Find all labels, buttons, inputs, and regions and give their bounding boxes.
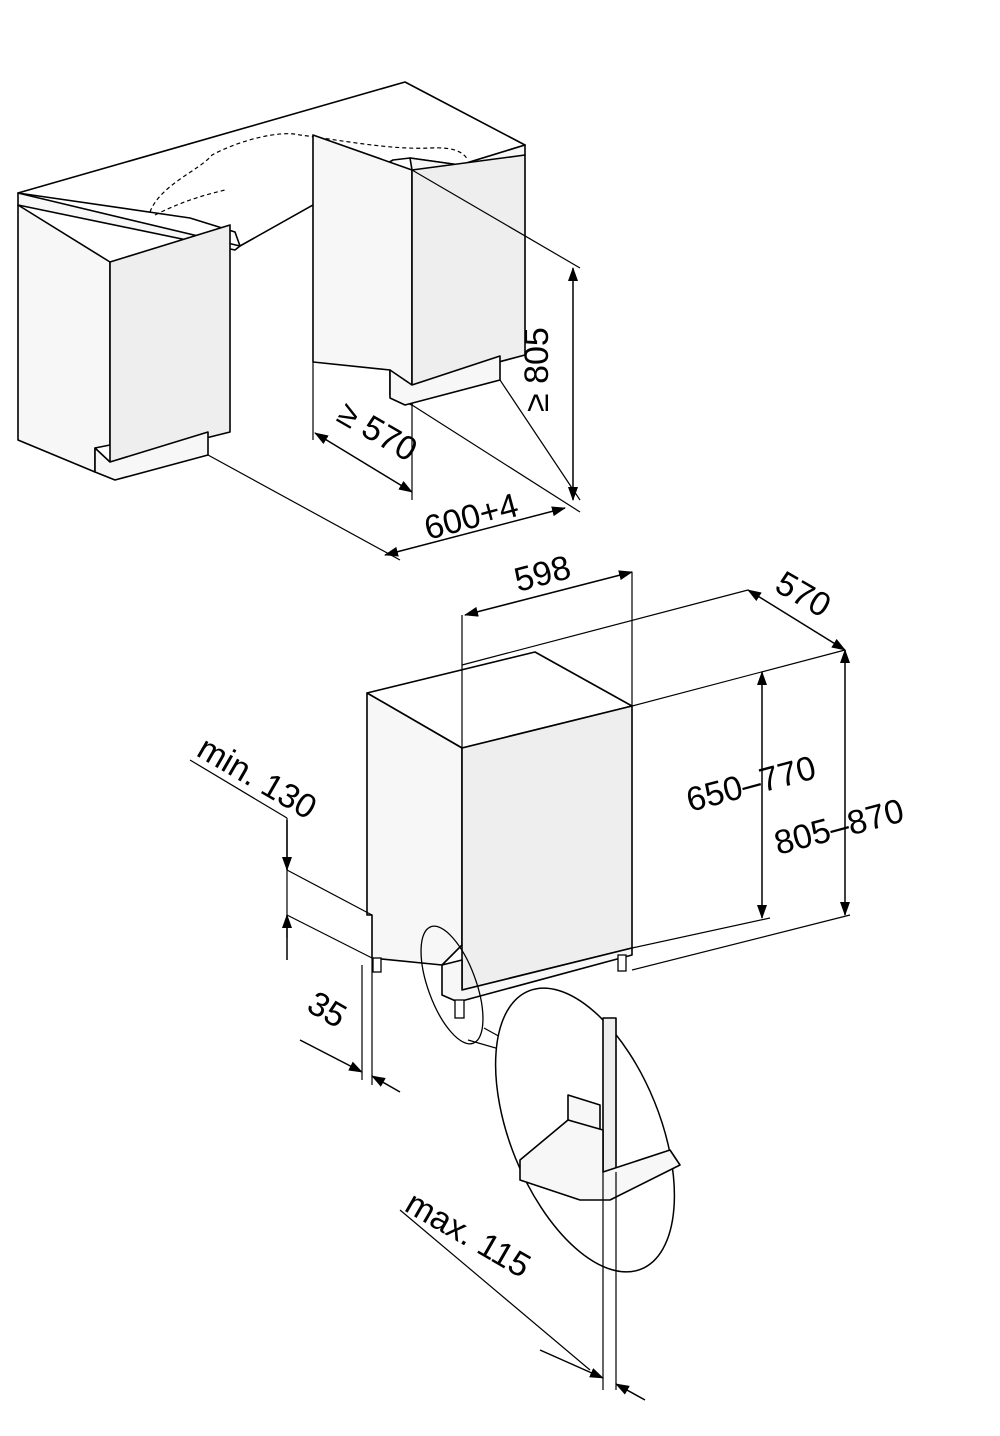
appliance-height-label: 805–870 <box>770 792 908 863</box>
detail-marker <box>420 925 484 1045</box>
appliance-door <box>461 705 633 991</box>
niche-dimension-lines <box>314 267 578 557</box>
foot-offset-label: 35 <box>301 984 353 1036</box>
right-cabinet-inner-side <box>312 134 413 406</box>
door-overhang-label: max. 115 <box>399 1184 537 1286</box>
niche-depth-label: ≥ 570 <box>331 394 423 469</box>
countertop-cutout <box>149 133 469 213</box>
countertop-edge <box>17 192 241 251</box>
appliance-dimension-lines <box>282 570 850 1401</box>
niche-height-label: ≥ 805 <box>518 327 556 412</box>
right-cabinet-front <box>411 154 526 386</box>
left-cabinet-front <box>109 224 231 463</box>
niche-width-label: 600+4 <box>420 486 522 547</box>
appliance-plinth <box>441 947 633 1003</box>
door-height-label: 650–770 <box>682 749 820 820</box>
dishwasher-illustration <box>366 651 681 1273</box>
plinth-height-label: min. 130 <box>191 729 323 827</box>
detail-plinth-section <box>519 1017 681 1201</box>
left-cabinet-side <box>17 204 111 473</box>
kitchen-niche-illustration <box>17 81 581 561</box>
countertop <box>17 81 526 247</box>
appliance-depth-label: 570 <box>769 564 837 625</box>
appliance-width-label: 598 <box>510 548 575 599</box>
